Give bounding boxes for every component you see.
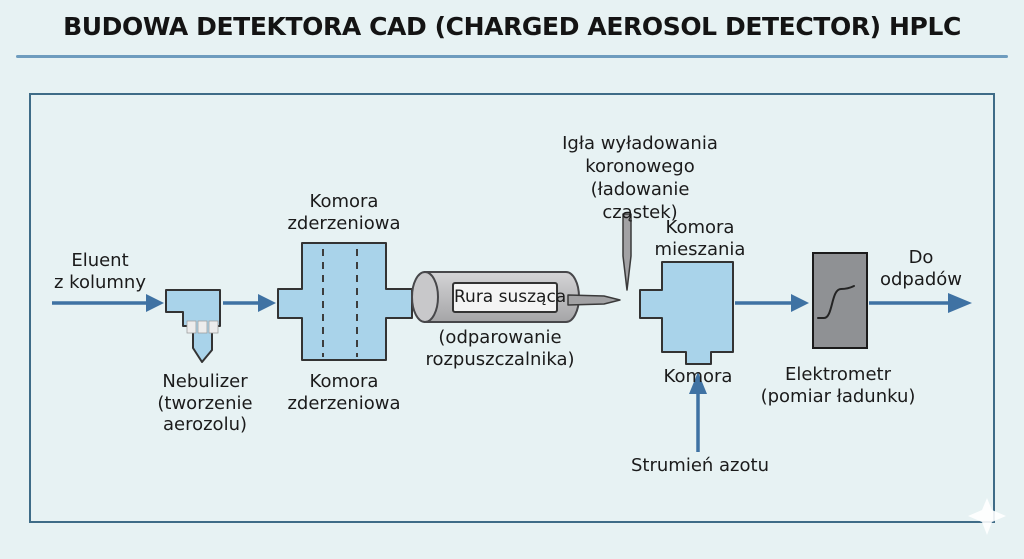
eluent-arrow: [52, 294, 164, 312]
flow-arrow-chamber-to-electrometer: [735, 294, 809, 312]
electrometer-box: [812, 252, 868, 349]
title-underline: [16, 55, 1008, 58]
label-collision-chamber-bottom: Komora zderzeniowa: [287, 371, 401, 414]
corona-discharge-needle: [622, 213, 632, 291]
diagram-frame: [29, 93, 995, 523]
flow-arrow-nebulizer-to-chamber: [223, 294, 276, 312]
label-chamber: Komora: [663, 366, 733, 387]
collision-chamber-shape: [277, 242, 413, 361]
label-mixing-chamber: Komora mieszania: [654, 217, 746, 260]
spray-needle: [567, 294, 621, 306]
label-solvent-evaporation: (odparowanie rozpuszczalnika): [425, 327, 575, 370]
label-collision-chamber-top: Komora zderzeniowa: [287, 191, 401, 234]
label-drying-tube: Rura susząca: [452, 282, 566, 313]
label-corona-needle: Igła wyładowania koronowego (ładowanie c…: [562, 133, 718, 223]
label-eluent-from-column: Eluent z kolumny: [54, 250, 146, 293]
label-to-waste: Do odpadów: [879, 247, 963, 290]
label-nebulizer: Nebulizer (tworzenie aerozolu): [157, 371, 253, 435]
label-electrometer: Elektrometr (pomiar ładunku): [760, 364, 916, 407]
sparkle-watermark-icon: [968, 498, 1006, 535]
signal-curve: [817, 285, 855, 319]
mixing-chamber-shape: [639, 261, 734, 365]
page-title: BUDOWA DETEKTORA CAD (CHARGED AEROSOL DE…: [63, 12, 961, 41]
nebulizer-outlet-ports: [186, 320, 219, 334]
nitrogen-arrow: [689, 372, 707, 452]
label-nitrogen-stream: Strumień azotu: [631, 455, 769, 476]
waste-arrow: [869, 293, 972, 313]
